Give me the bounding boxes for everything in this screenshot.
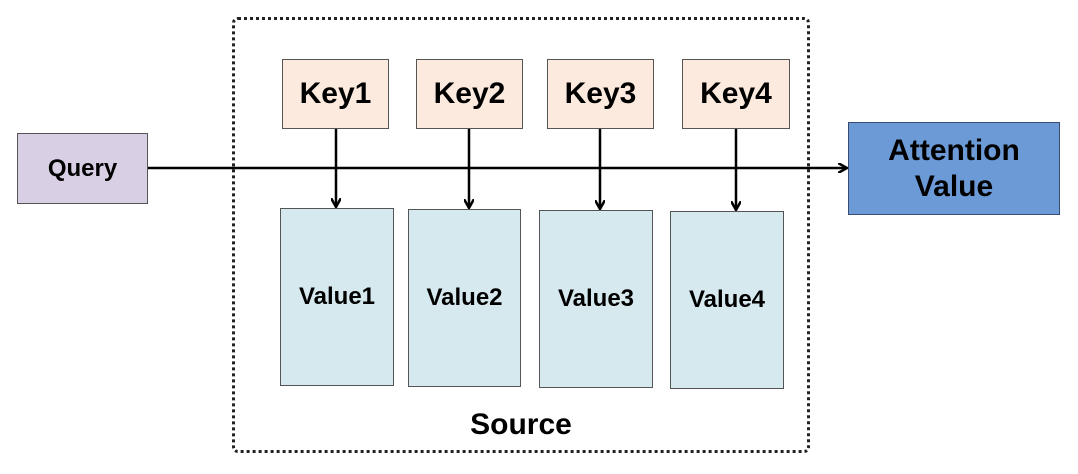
key2-label: Key2 <box>433 77 506 110</box>
key1-label: Key1 <box>299 77 372 110</box>
value1-box: Value1 <box>280 208 394 386</box>
attention-value-box: Attention Value <box>848 122 1060 215</box>
value4-box: Value4 <box>670 211 784 389</box>
value2-box: Value2 <box>408 209 521 387</box>
source-group-boundary <box>232 17 810 453</box>
attention-value-line2: Value <box>914 169 994 203</box>
attention-value-line1: Attention <box>888 133 1020 167</box>
value2-label: Value2 <box>426 284 503 311</box>
query-box: Query <box>17 133 148 204</box>
source-label: Source <box>470 408 572 441</box>
query-label: Query <box>47 154 118 182</box>
value4-label: Value4 <box>688 286 766 313</box>
value1-label: Value1 <box>298 283 376 310</box>
value3-box: Value3 <box>539 210 653 388</box>
key1-box: Key1 <box>282 59 389 129</box>
key3-box: Key3 <box>547 59 654 129</box>
value3-label: Value3 <box>557 285 635 312</box>
key3-label: Key3 <box>564 77 637 110</box>
key2-box: Key2 <box>416 59 523 129</box>
key4-box: Key4 <box>682 59 790 129</box>
key4-label: Key4 <box>700 77 772 110</box>
